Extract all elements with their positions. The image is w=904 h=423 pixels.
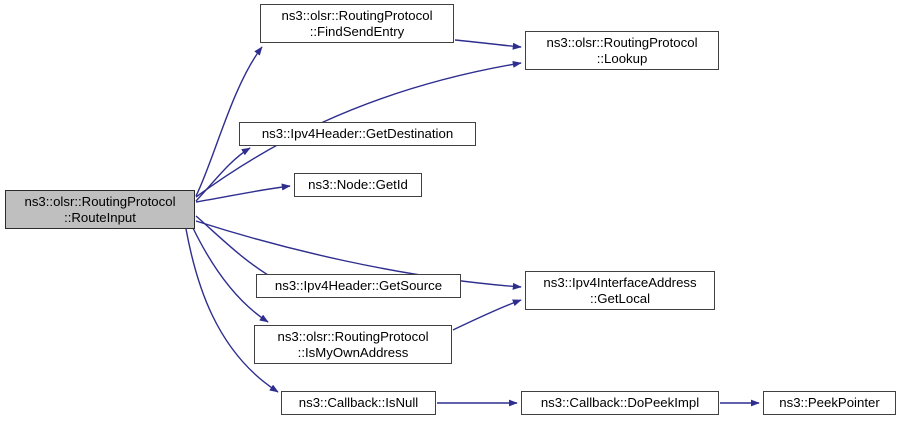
graph-node-label-peek_pointer: ns3::PeekPointer (779, 395, 880, 410)
graph-node-label-is_null: ns3::Callback::IsNull (298, 395, 419, 410)
graph-node-lookup[interactable]: ns3::olsr::RoutingProtocol ::Lookup (525, 31, 719, 70)
graph-node-peek_pointer[interactable]: ns3::PeekPointer (763, 391, 896, 415)
graph-node-label-get_destination: ns3::Ipv4Header::GetDestination (261, 126, 454, 141)
graph-node-do_peek_impl[interactable]: ns3::Callback::DoPeekImpl (521, 391, 719, 415)
call-edge-route_input-to-is_my_own_address (192, 227, 269, 323)
graph-node-find_send_entry[interactable]: ns3::olsr::RoutingProtocol ::FindSendEnt… (260, 4, 454, 43)
graph-node-label-do_peek_impl: ns3::Callback::DoPeekImpl (540, 395, 700, 410)
graph-node-get_id[interactable]: ns3::Node::GetId (294, 173, 422, 197)
call-edge-route_input-to-get_destination (195, 147, 251, 202)
graph-node-label-get_id: ns3::Node::GetId (308, 177, 408, 192)
graph-node-label-get_source: ns3::Ipv4Header::GetSource (274, 278, 443, 293)
call-edge-find_send_entry-to-lookup (454, 39, 522, 50)
graph-node-label-is_my_own_address: ns3::olsr::RoutingProtocol ::IsMyOwnAddr… (277, 328, 429, 360)
graph-node-is_my_own_address[interactable]: ns3::olsr::RoutingProtocol ::IsMyOwnAddr… (254, 325, 452, 364)
call-edge-is_my_own_address-to-get_local (452, 299, 522, 331)
graph-node-label-route_input: ns3::olsr::RoutingProtocol ::RouteInput (24, 193, 176, 225)
call-edge-route_input-to-get_source (195, 215, 279, 282)
graph-node-label-get_local: ns3::Ipv4InterfaceAddress ::GetLocal (543, 274, 697, 306)
call-edge-route_input-to-get_id (195, 183, 291, 203)
graph-node-label-find_send_entry: ns3::olsr::RoutingProtocol ::FindSendEnt… (281, 7, 433, 39)
graph-node-get_source[interactable]: ns3::Ipv4Header::GetSource (256, 274, 461, 298)
edges-group (185, 39, 760, 407)
graph-node-label-lookup: ns3::olsr::RoutingProtocol ::Lookup (546, 34, 698, 66)
graph-node-is_null[interactable]: ns3::Callback::IsNull (281, 391, 436, 415)
graph-node-route_input[interactable]: ns3::olsr::RoutingProtocol ::RouteInput (5, 190, 195, 229)
call-edge-route_input-to-is_null (185, 228, 279, 393)
graph-node-get_destination[interactable]: ns3::Ipv4Header::GetDestination (239, 122, 476, 146)
graph-node-get_local[interactable]: ns3::Ipv4InterfaceAddress ::GetLocal (525, 271, 715, 310)
call-edge-route_input-to-get_local (195, 220, 522, 290)
call-edge-route_input-to-find_send_entry (195, 46, 263, 197)
